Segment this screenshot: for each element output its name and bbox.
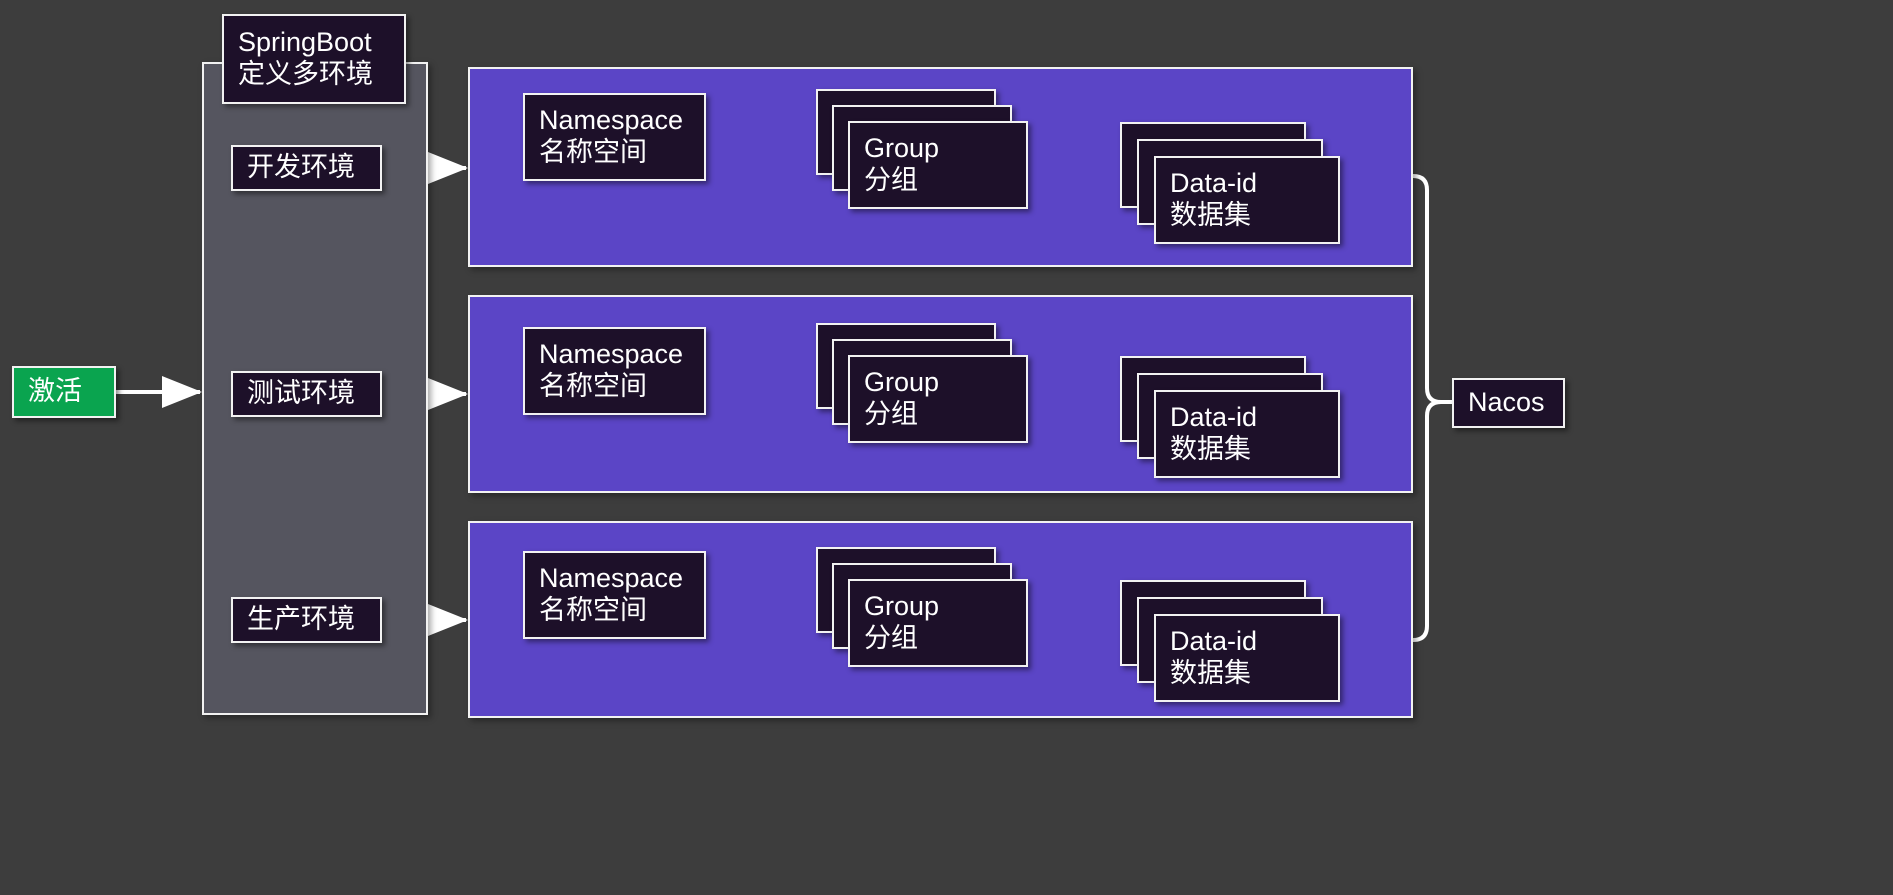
group-box-2[interactable]: Group 分组 — [848, 355, 1028, 443]
namespace-line1-1: Namespace — [539, 105, 684, 136]
dataid-stack-1: Data-id 数据集 — [1120, 122, 1342, 246]
env-label-prod: 生产环境 — [247, 604, 355, 635]
group-line2-3: 分组 — [864, 623, 918, 653]
dataid-line2-2: 数据集 — [1170, 434, 1251, 464]
env-box-test[interactable]: 测试环境 — [231, 371, 382, 417]
group-line2-1: 分组 — [864, 165, 918, 195]
nacos-label: Nacos — [1468, 387, 1545, 418]
dataid-line2-1: 数据集 — [1170, 200, 1251, 230]
group-stack-1: Group 分组 — [816, 89, 1032, 213]
env-label-dev: 开发环境 — [247, 152, 355, 183]
nacos-box[interactable]: Nacos — [1452, 378, 1565, 428]
activate-label: 激活 — [28, 376, 82, 407]
dataid-line1-3: Data-id — [1170, 626, 1258, 657]
dataid-stack-3: Data-id 数据集 — [1120, 580, 1342, 704]
namespace-box-2[interactable]: Namespace 名称空间 — [523, 327, 706, 415]
springboot-title-box: SpringBoot 定义多环境 — [222, 14, 406, 104]
dataid-line2-3: 数据集 — [1170, 658, 1251, 688]
dataid-line1-1: Data-id — [1170, 168, 1258, 199]
namespace-line2-1: 名称空间 — [539, 137, 647, 167]
dataid-box-1[interactable]: Data-id 数据集 — [1154, 156, 1340, 244]
group-line1-3: Group — [864, 591, 940, 622]
env-label-test: 测试环境 — [247, 378, 355, 409]
namespace-box-3[interactable]: Namespace 名称空间 — [523, 551, 706, 639]
dataid-line1-2: Data-id — [1170, 402, 1258, 433]
group-stack-3: Group 分组 — [816, 547, 1032, 671]
group-line1-2: Group — [864, 367, 940, 398]
group-line2-2: 分组 — [864, 399, 918, 429]
namespace-line2-2: 名称空间 — [539, 371, 647, 401]
springboot-title-line2: 定义多环境 — [238, 59, 373, 89]
springboot-title-line1: SpringBoot — [238, 27, 372, 58]
env-box-prod[interactable]: 生产环境 — [231, 597, 382, 643]
namespace-box-1[interactable]: Namespace 名称空间 — [523, 93, 706, 181]
env-box-dev[interactable]: 开发环境 — [231, 145, 382, 191]
namespace-line1-3: Namespace — [539, 563, 684, 594]
group-stack-2: Group 分组 — [816, 323, 1032, 447]
dataid-box-2[interactable]: Data-id 数据集 — [1154, 390, 1340, 478]
group-box-1[interactable]: Group 分组 — [848, 121, 1028, 209]
namespace-line1-2: Namespace — [539, 339, 684, 370]
dataid-stack-2: Data-id 数据集 — [1120, 356, 1342, 480]
activate-box[interactable]: 激活 — [12, 366, 116, 418]
namespace-line2-3: 名称空间 — [539, 595, 647, 625]
brace-to-nacos — [1411, 174, 1442, 642]
group-line1-1: Group — [864, 133, 940, 164]
group-box-3[interactable]: Group 分组 — [848, 579, 1028, 667]
dataid-box-3[interactable]: Data-id 数据集 — [1154, 614, 1340, 702]
